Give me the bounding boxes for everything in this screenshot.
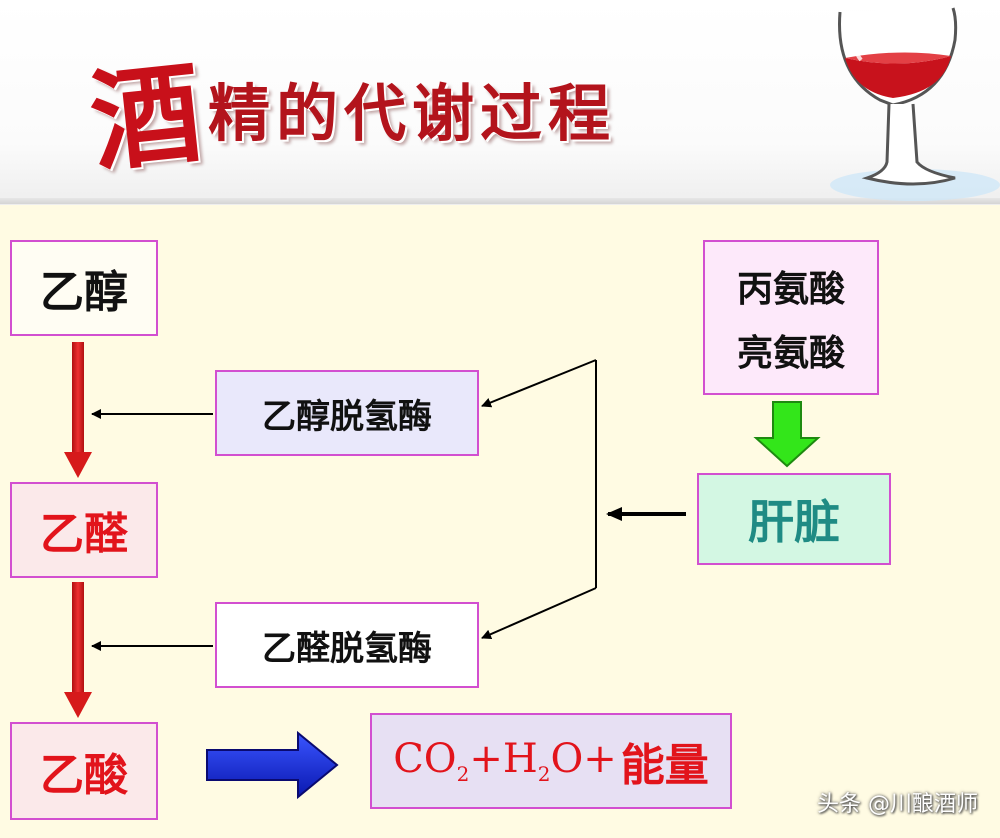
products-h-sub: 2 [537,762,551,786]
products-energy: 能量 [620,740,709,791]
node-acetic-acid-label: 乙酸 [40,750,128,801]
watermark: 头条 @川酿酒师 [817,792,978,817]
products-o-plus: O+ [550,736,617,782]
node-ethanol: 乙醇 [10,240,158,336]
products-formula: CO2+H2O+ [393,736,617,786]
node-liver: 肝脏 [697,473,891,565]
node-ethanol-label: 乙醇 [40,267,128,318]
bracket-to-adh [481,359,597,408]
node-aldh-label: 乙醛脱氢酶 [262,628,432,669]
products-co: CO [393,736,457,782]
wine-glass-icon [830,7,1000,201]
node-amino-acids: 丙氨酸 亮氨酸 [703,240,879,395]
page-title: 酒 精的代谢过程 [85,48,617,188]
title-rest: 精的代谢过程 [208,77,617,150]
node-adh-label: 乙醇脱氢酶 [262,396,432,437]
node-acetaldehyde: 乙醛 [10,482,158,578]
node-amino-acid-2: 亮氨酸 [736,332,845,374]
node-liver-label: 肝脏 [748,495,840,549]
header-banner [0,0,1000,205]
node-aldh: 乙醛脱氢酶 [215,602,479,688]
products-plus-h: +H [469,736,538,782]
header-divider [0,198,1000,204]
node-acetaldehyde-label: 乙醛 [40,509,128,560]
node-acetic-acid: 乙酸 [10,722,158,820]
node-adh: 乙醇脱氢酶 [215,370,479,456]
green-down-arrow [753,401,821,468]
main-arrow-acetaldehyde-to-acetic [64,582,92,718]
node-products: CO2+H2O+ 能量 [370,713,732,809]
main-arrow-ethanol-to-acetaldehyde [64,342,92,478]
products-co-sub: 2 [456,762,470,786]
bracket-to-aldh [481,587,597,639]
blue-block-arrow [206,730,339,800]
node-amino-acid-1: 丙氨酸 [736,268,845,310]
